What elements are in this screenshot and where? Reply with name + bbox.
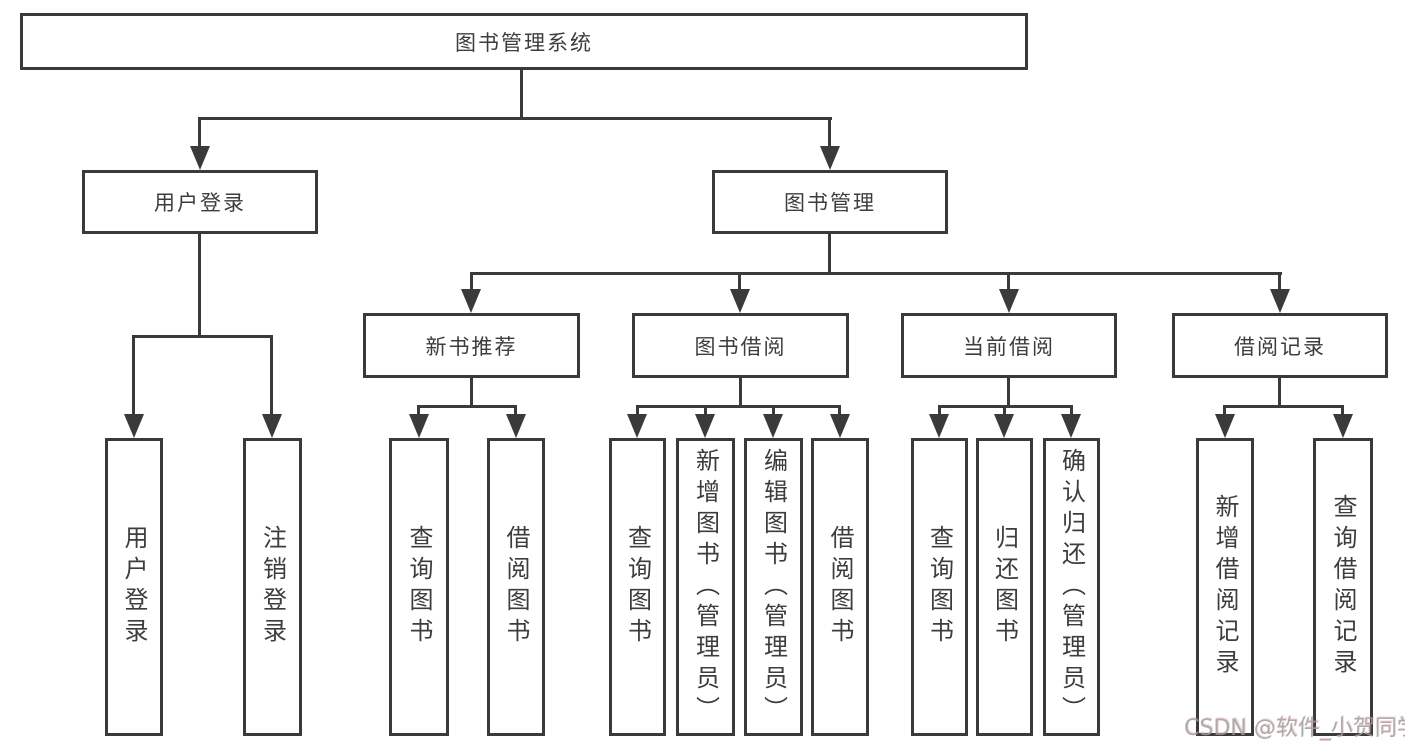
edge-line bbox=[772, 405, 775, 416]
node-label: 当前借阅 bbox=[963, 334, 1055, 359]
edge-line bbox=[198, 117, 832, 120]
edge-line bbox=[470, 272, 473, 292]
leaf-label: 新增图书（管理员） bbox=[691, 447, 720, 727]
edge-line bbox=[198, 117, 201, 149]
arrow-down-icon bbox=[1333, 414, 1353, 438]
node-book-management: 图书管理 bbox=[712, 170, 948, 234]
node-new-book-recommend: 新书推荐 bbox=[363, 313, 580, 378]
arrow-down-icon bbox=[409, 414, 429, 438]
edge-line bbox=[1278, 377, 1281, 408]
edge-line bbox=[636, 405, 639, 416]
leaf-logout: 注销登录 bbox=[243, 438, 302, 736]
leaf-label: 查询图书 bbox=[405, 525, 433, 649]
arrow-down-icon bbox=[262, 414, 282, 438]
leaf-label: 借阅图书 bbox=[502, 525, 530, 649]
node-label: 图书管理系统 bbox=[455, 30, 593, 55]
node-label: 用户登录 bbox=[154, 191, 246, 215]
edge-line bbox=[828, 233, 831, 275]
leaf-label: 确认归还（管理员） bbox=[1057, 447, 1086, 727]
leaf-borrow-books: 借阅图书 bbox=[811, 438, 869, 736]
edge-line bbox=[704, 405, 707, 416]
leaf-query-borrow-record: 查询借阅记录 bbox=[1313, 438, 1373, 736]
edge-line bbox=[133, 335, 273, 338]
leaf-query-books-current: 查询图书 bbox=[911, 438, 968, 736]
edge-line bbox=[1007, 272, 1010, 292]
edge-line bbox=[938, 405, 941, 416]
arrow-down-icon bbox=[1270, 289, 1290, 313]
node-current-borrowing: 当前借阅 bbox=[901, 313, 1117, 378]
arrow-down-icon bbox=[124, 414, 144, 438]
edge-line bbox=[838, 405, 841, 416]
edge-line bbox=[636, 405, 841, 408]
arrow-down-icon bbox=[820, 146, 840, 170]
leaf-add-borrow-record: 新增借阅记录 bbox=[1196, 438, 1254, 736]
arrow-down-icon bbox=[929, 414, 949, 438]
edge-line bbox=[1278, 272, 1281, 292]
arrow-down-icon bbox=[830, 414, 850, 438]
edge-line bbox=[1223, 405, 1343, 408]
watermark: CSDN @软件_小贺同学 bbox=[1184, 716, 1405, 741]
arrow-down-icon bbox=[461, 289, 481, 313]
leaf-label: 查询图书 bbox=[925, 525, 954, 649]
edge-line bbox=[470, 272, 1282, 275]
leaf-borrow-books-recommend: 借阅图书 bbox=[487, 438, 545, 736]
node-book-borrowing: 图书借阅 bbox=[632, 313, 849, 378]
arrow-down-icon bbox=[763, 414, 783, 438]
leaf-label: 查询图书 bbox=[623, 525, 652, 649]
node-label: 图书借阅 bbox=[694, 334, 787, 359]
arrow-down-icon bbox=[695, 414, 715, 438]
edge-line bbox=[417, 405, 420, 416]
edge-line bbox=[270, 335, 273, 417]
edge-line bbox=[418, 405, 517, 408]
arrow-down-icon bbox=[730, 289, 750, 313]
leaf-edit-book-admin: 编辑图书（管理员） bbox=[744, 438, 803, 736]
leaf-label: 查询借阅记录 bbox=[1329, 494, 1357, 680]
edge-line bbox=[132, 335, 135, 417]
leaf-label: 用户登录 bbox=[120, 525, 148, 649]
edge-line bbox=[1003, 405, 1006, 416]
arrow-down-icon bbox=[506, 414, 526, 438]
leaf-return-book: 归还图书 bbox=[976, 438, 1033, 736]
arrow-down-icon bbox=[1215, 414, 1235, 438]
node-label: 新书推荐 bbox=[425, 334, 518, 359]
leaf-query-books-borrow: 查询图书 bbox=[609, 438, 666, 736]
edge-line bbox=[514, 405, 517, 416]
edge-line bbox=[470, 377, 473, 408]
edge-line bbox=[1007, 377, 1010, 408]
edge-line bbox=[828, 117, 831, 149]
leaf-confirm-return-admin: 确认归还（管理员） bbox=[1043, 438, 1100, 736]
edge-line bbox=[739, 377, 742, 408]
edge-line bbox=[198, 233, 201, 338]
leaf-label: 借阅图书 bbox=[826, 525, 854, 649]
node-user-login: 用户登录 bbox=[82, 170, 318, 234]
arrow-down-icon bbox=[1061, 414, 1081, 438]
edge-line bbox=[1070, 405, 1073, 416]
arrow-down-icon bbox=[994, 414, 1014, 438]
arrow-down-icon bbox=[190, 146, 210, 170]
leaf-query-books-recommend: 查询图书 bbox=[389, 438, 449, 736]
node-label: 图书管理 bbox=[784, 191, 876, 215]
edge-line bbox=[738, 272, 741, 292]
node-borrowing-records: 借阅记录 bbox=[1172, 313, 1388, 378]
arrow-down-icon bbox=[999, 289, 1019, 313]
leaf-label: 新增借阅记录 bbox=[1211, 494, 1239, 680]
leaf-add-book-admin: 新增图书（管理员） bbox=[676, 438, 735, 736]
edge-line bbox=[520, 69, 523, 118]
leaf-label: 编辑图书（管理员） bbox=[759, 447, 788, 727]
node-label: 借阅记录 bbox=[1234, 334, 1326, 359]
arrow-down-icon bbox=[627, 414, 647, 438]
leaf-user-login: 用户登录 bbox=[105, 438, 163, 736]
leaf-label: 归还图书 bbox=[990, 525, 1019, 649]
leaf-label: 注销登录 bbox=[258, 525, 287, 649]
node-library-system: 图书管理系统 bbox=[20, 13, 1028, 70]
edge-line bbox=[1223, 405, 1226, 416]
edge-line bbox=[1341, 405, 1344, 416]
